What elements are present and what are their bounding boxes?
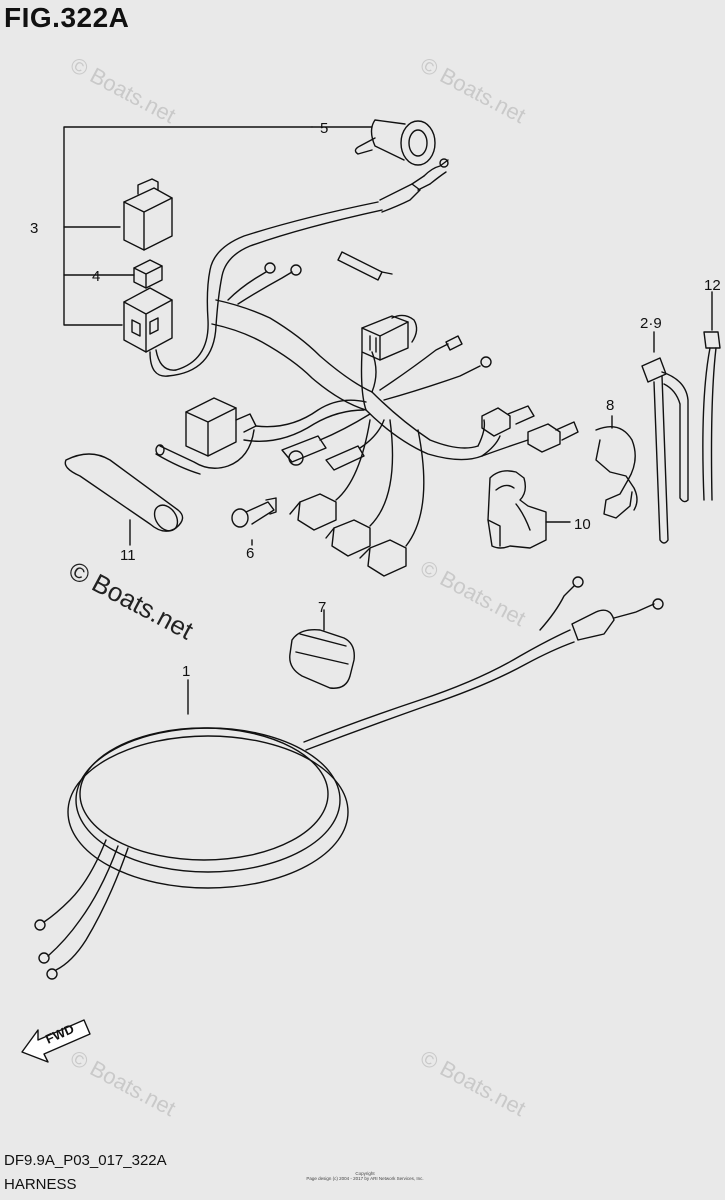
part-6-clip [231,497,277,546]
part-11-tube [64,453,184,546]
part-8-clip [595,415,638,519]
figure-title: FIG.322A [4,2,130,33]
part-1-harness-loop [34,576,664,980]
copyright-line: Page design (c) 2004 - 2017 by ARI Netwo… [306,1176,424,1181]
part-5-grommet [354,119,436,166]
label-part-11: 11 [120,547,136,564]
label-part-2-9: 2·9 [640,315,662,332]
label-part-4: 4 [92,268,100,285]
figure-code: DF9.9A_P03_017_322A [4,1152,167,1169]
label-part-7: 7 [318,599,326,616]
part-7-grommet [289,609,355,689]
part-10-clamp [487,470,571,549]
label-part-12: 12 [704,277,721,294]
part-3-relay [123,178,173,251]
part-2-9-tie [641,331,689,544]
label-part-5: 5 [320,120,328,137]
copyright-line: Copyright [355,1171,375,1176]
fwd-arrow [21,1019,91,1063]
part-4-fuse [133,259,163,289]
relay-socket [123,287,177,377]
figure-name: HARNESS [4,1176,77,1193]
label-part-3: 3 [30,220,38,237]
part-12-tie [702,291,721,501]
part-harness-small [155,158,579,577]
label-part-6: 6 [246,545,254,562]
copyright-notice: Copyright Page design (c) 2004 - 2017 by… [300,1171,430,1181]
label-part-8: 8 [606,397,614,414]
label-part-10: 10 [574,516,591,533]
label-part-1: 1 [182,663,190,680]
leader-bracket [63,126,313,326]
